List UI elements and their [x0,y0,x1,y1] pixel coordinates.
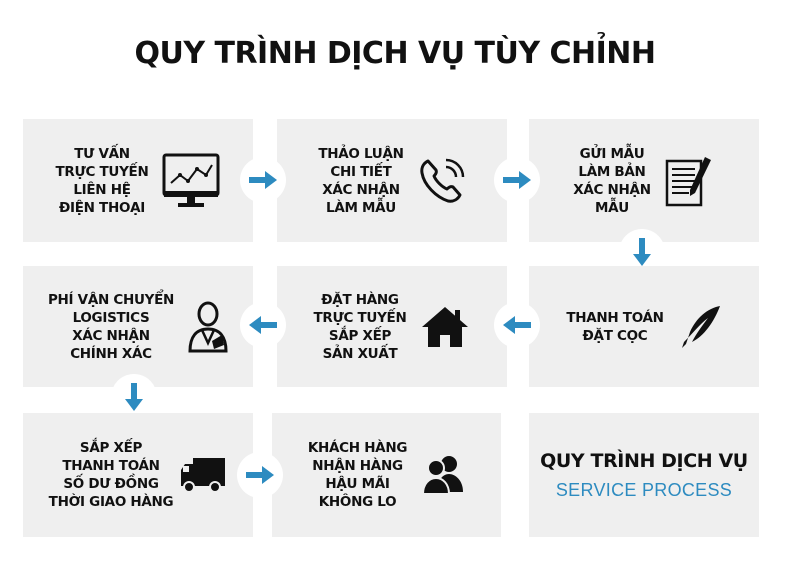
step-label: TƯ VẤN TRỰC TUYẾN LIÊN HỆ ĐIỆN THOẠI [55,145,149,216]
step-card-settlement: SẮP XẾP THANH TOÁN SỐ DƯ ĐỒNG THỜI GIAO … [23,413,253,537]
document-pen-icon [665,155,715,207]
phone-icon [418,157,466,205]
truck-icon [179,456,227,494]
quill-icon [678,304,722,350]
step-label: THANH TOÁN ĐẶT CỌC [566,309,664,344]
house-icon [420,305,470,349]
step-label: ĐẶT HÀNG TRỰC TUYẾN SẮP XẾP SẢN XUẤT [313,291,407,362]
step-card-delivery: KHÁCH HÀNG NHẬN HÀNG HẬU MÃI KHÔNG LO [272,413,501,537]
page-title: QUY TRÌNH DỊCH VỤ TÙY CHỈNH [134,36,656,71]
step-card-consult: TƯ VẤN TRỰC TUYẾN LIÊN HỆ ĐIỆN THOẠI [23,119,253,242]
step-label: THẢO LUẬN CHI TIẾT XÁC NHẬN LÀM MẪU [318,145,404,216]
summary-card: QUY TRÌNH DỊCH VỤ SERVICE PROCESS [529,413,759,537]
step-card-discuss: THẢO LUẬN CHI TIẾT XÁC NHẬN LÀM MẪU [277,119,507,242]
arrow-right-icon [237,452,283,498]
users-icon [421,454,465,496]
arrow-right-icon [494,157,540,203]
step-label: GỬI MẪU LÀM BẢN XÁC NHẬN MẪU [573,145,651,216]
step-card-sample: GỬI MẪU LÀM BẢN XÁC NHẬN MẪU [529,119,759,242]
step-label: PHÍ VẬN CHUYỂN LOGISTICS XÁC NHẬN CHÍNH … [47,291,175,362]
step-label: KHÁCH HÀNG NHẬN HÀNG HẬU MÃI KHÔNG LO [307,440,408,510]
summary-subtitle: SERVICE PROCESS [555,479,733,500]
summary-title: QUY TRÌNH DỊCH VỤ [540,449,748,472]
arrow-down-icon [111,374,157,420]
step-card-shipping: PHÍ VẬN CHUYỂN LOGISTICS XÁC NHẬN CHÍNH … [23,266,253,387]
person-doctor-icon [188,301,228,353]
step-card-payment: THANH TOÁN ĐẶT CỌC [529,266,759,387]
arrow-left-icon [240,302,286,348]
step-card-order: ĐẶT HÀNG TRỰC TUYẾN SẮP XẾP SẢN XUẤT [277,266,507,387]
monitor-chart-icon [162,153,220,209]
arrow-right-icon [240,157,286,203]
step-label: SẮP XẾP THANH TOÁN SỐ DƯ ĐỒNG THỜI GIAO … [48,440,174,510]
arrow-left-icon [494,302,540,348]
